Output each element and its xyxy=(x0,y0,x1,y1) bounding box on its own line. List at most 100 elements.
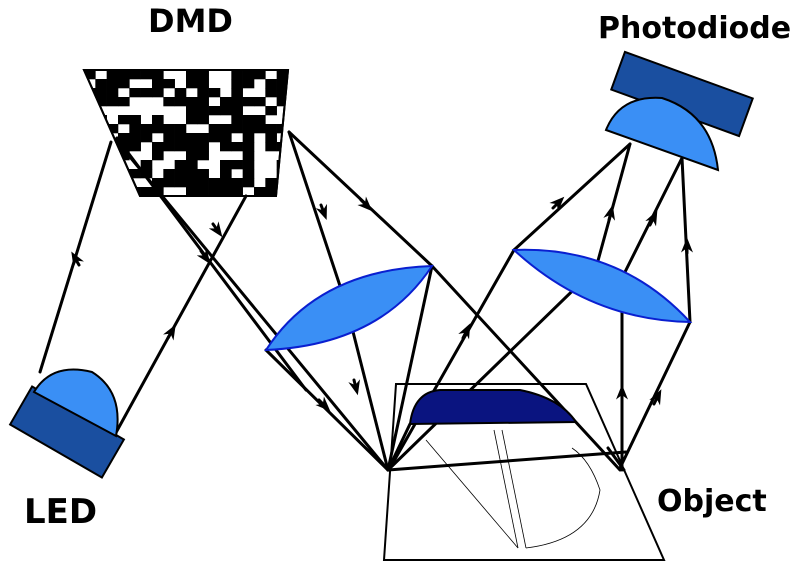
led-label: LED xyxy=(24,492,97,532)
dmd-mirror-on xyxy=(197,70,209,80)
dmd-mirror-on xyxy=(197,151,209,161)
dmd-mirror-on xyxy=(163,97,175,107)
dmd-mirror-on xyxy=(186,160,198,170)
dmd-mirror-on xyxy=(106,178,119,188)
dmd-mirror-on xyxy=(242,115,255,125)
dmd-mirror-on xyxy=(140,88,153,98)
dmd-mirror-on xyxy=(95,79,107,89)
dmd-mirror-on xyxy=(95,88,107,98)
dmd-mirror-on xyxy=(242,142,255,152)
arrow-lens1-1 xyxy=(315,396,331,412)
dmd-mirror-on xyxy=(231,106,243,116)
dmd-ray-2 xyxy=(114,138,390,472)
lens2-ray-in-1 xyxy=(386,266,598,472)
dmd-mirror-on xyxy=(265,106,277,116)
dmd-mirror-on xyxy=(242,70,255,80)
dmd-mirror-on xyxy=(276,70,288,80)
dmd-mirror-on xyxy=(231,160,243,170)
dmd-mirror-on xyxy=(140,160,153,170)
lens1-ray-out-1 xyxy=(264,348,390,472)
lens-icon xyxy=(511,248,693,324)
dmd-mirror-on xyxy=(197,169,209,179)
dmd-mirror-on xyxy=(197,133,209,143)
dmd-mirror-on xyxy=(106,88,119,98)
dmd-mirror-on xyxy=(152,115,164,125)
dmd-mirror-on xyxy=(265,79,277,89)
dmd-mirror-on xyxy=(186,97,198,107)
dmd-mirror-on xyxy=(140,124,153,134)
dmd-mirror-on xyxy=(197,106,209,116)
dmd-mirror-on xyxy=(84,70,96,80)
dmd-mirror-on xyxy=(95,133,107,143)
dmd-mirror-on xyxy=(174,88,187,98)
dmd-mirror-on xyxy=(231,178,243,188)
dmd-mirror-on xyxy=(220,133,232,143)
dmd-mirror-on xyxy=(186,142,198,152)
dmd-mirror-on xyxy=(152,88,164,98)
object-stage xyxy=(382,383,666,561)
dmd-mirror-on xyxy=(106,187,119,196)
dmd-mirror-on xyxy=(254,115,266,125)
arrow-lens2-3 xyxy=(645,210,658,227)
dmd-mirror-on xyxy=(242,160,255,170)
dmd-mirror-on xyxy=(242,133,255,143)
photodiode-icon xyxy=(604,50,755,172)
object-label: Object xyxy=(657,484,767,519)
ray-direction-arrows xyxy=(71,196,693,412)
dmd-mirror-on xyxy=(276,88,288,98)
dmd-mirror-on xyxy=(220,160,232,170)
dmd-mirror-on xyxy=(220,142,232,152)
dmd-mirror-on xyxy=(84,97,96,107)
arrow-lens2-2 xyxy=(603,204,616,222)
dmd-mirror-on xyxy=(129,124,141,134)
dmd-mirror-on xyxy=(208,88,221,98)
dmd-mirror-on xyxy=(118,133,130,143)
dmd-mirror-on xyxy=(242,151,255,161)
lens2-ray-out-4 xyxy=(680,156,692,324)
dmd-mirror-on xyxy=(140,187,153,196)
dmd-mirror-on xyxy=(163,178,175,188)
dmd-mirror-on xyxy=(106,169,119,179)
dmd-mirror-on xyxy=(174,169,187,179)
dmd-mirror-array xyxy=(82,69,290,197)
dmd-mirror-on xyxy=(129,88,141,98)
dmd-mirror-on xyxy=(208,106,221,116)
dmd-mirror-on xyxy=(106,70,119,80)
dmd-mirror-on xyxy=(106,124,119,134)
dmd-mirror-on xyxy=(118,187,130,196)
dmd-mirror-on xyxy=(174,133,187,143)
dmd-mirror-on xyxy=(174,124,187,134)
dmd-mirror-on xyxy=(265,142,277,152)
dmd-mirror-on xyxy=(208,133,221,143)
dmd-mirror-on xyxy=(174,97,187,107)
dmd-mirror-on xyxy=(242,79,255,89)
dmd-mirror-on xyxy=(152,79,164,89)
dmd-mirror-on xyxy=(265,178,277,188)
dmd-mirror-on xyxy=(231,124,243,134)
dmd-mirror-on xyxy=(84,115,96,125)
dmd-mirror-on xyxy=(265,133,277,143)
dmd-mirror-on xyxy=(174,178,187,188)
dmd-mirror-on xyxy=(118,151,130,161)
dmd-mirror-on xyxy=(220,187,232,196)
object-ray-4 xyxy=(618,320,692,470)
dmd-mirror-on xyxy=(231,187,243,196)
dmd-mirror-on xyxy=(129,142,141,152)
dmd-mirror-on xyxy=(163,133,175,143)
dmd-mirror-on xyxy=(118,79,130,89)
dmd-mirror-on xyxy=(220,97,232,107)
dmd-mirror-on xyxy=(163,79,175,89)
dmd-mirror-on xyxy=(118,70,130,80)
dmd-mirror-on xyxy=(118,115,130,125)
dmd-mirror-on xyxy=(220,106,232,116)
object-ray-1 xyxy=(388,248,516,470)
dmd-mirror-on xyxy=(129,169,141,179)
led-ray-right xyxy=(111,194,248,440)
dmd-mirror-on xyxy=(152,124,164,134)
dmd-mirror-on xyxy=(186,187,198,196)
dmd-mirror-on xyxy=(186,106,198,116)
dmd-mirror-on xyxy=(84,133,96,143)
dmd-mirror-on xyxy=(265,187,277,196)
object-shape xyxy=(408,389,578,426)
